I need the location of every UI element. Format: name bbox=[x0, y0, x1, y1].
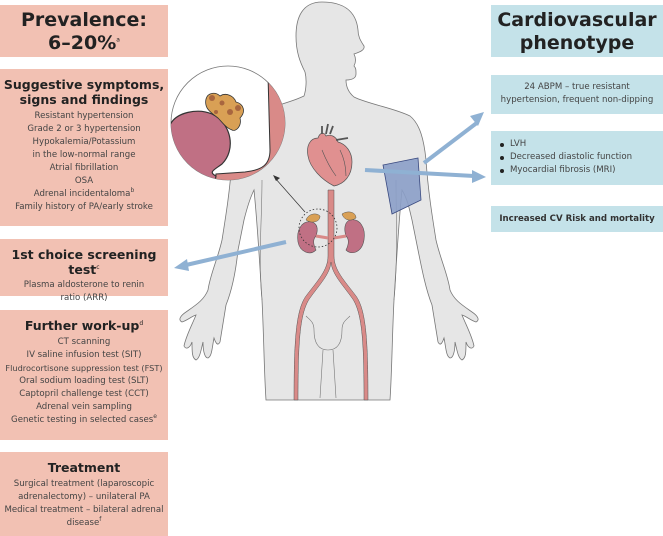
symptom-item: Atrial fibrillation bbox=[49, 163, 119, 173]
adrenal-glands bbox=[305, 211, 357, 223]
symptom-item: in the low-normal range bbox=[32, 150, 136, 160]
treatment-item: diseasef bbox=[66, 516, 102, 528]
workup-item: IV saline infusion test (SIT) bbox=[26, 350, 142, 360]
symptoms-list: Resistant hypertension Grade 2 or 3 hype… bbox=[0, 110, 168, 214]
symptom-item: Grade 2 or 3 hypertension bbox=[27, 124, 141, 134]
symptom-item: Adrenal incidentalomab bbox=[33, 187, 135, 199]
findings-panel: LVH Decreased diastolic function Myocard… bbox=[491, 131, 663, 185]
symptom-item: Resistant hypertension bbox=[34, 111, 134, 121]
workup-panel: Further work-upd CT scanning IV saline i… bbox=[0, 310, 168, 440]
screening-title: 1st choice screening testc bbox=[11, 247, 157, 277]
finding-item: Decreased diastolic function bbox=[500, 151, 663, 164]
prevalence-title: Prevalence: bbox=[20, 9, 148, 31]
treatment-panel: Treatment Surgical treatment (laparoscop… bbox=[0, 452, 168, 536]
symptoms-title: Suggestive symptoms, signs and findings bbox=[3, 77, 165, 107]
treatment-item: adrenalectomy) – unilateral PA bbox=[18, 492, 150, 502]
symptom-item: Hypokalemia/Potassium bbox=[32, 137, 136, 147]
treatment-title: Treatment bbox=[47, 460, 121, 475]
abpm-panel: 24 ABPM – true resistant hypertension, f… bbox=[491, 75, 663, 114]
treatment-item: Surgical treatment (laparoscopic bbox=[13, 479, 155, 489]
symptoms-panel: Suggestive symptoms, signs and findings … bbox=[0, 69, 168, 226]
prevalence-panel: Prevalence: 6–20%a bbox=[0, 5, 168, 57]
prevalence-value: 6–20%a bbox=[48, 32, 120, 54]
workup-item: Oral sodium loading test (SLT) bbox=[19, 376, 149, 386]
workup-title: Further work-upd bbox=[24, 318, 144, 333]
phenotype-title-line2: phenotype bbox=[519, 32, 635, 54]
screening-panel: 1st choice screening testc Plasma aldost… bbox=[0, 239, 168, 303]
workup-item: Adrenal vein sampling bbox=[36, 402, 132, 412]
aorta bbox=[293, 189, 369, 401]
abpm-line: hypertension, frequent non-dipping bbox=[500, 95, 654, 105]
adrenal-magnified-inset bbox=[170, 65, 286, 181]
workup-item: Fludrocortisone suppression test (FST) bbox=[5, 363, 163, 373]
phenotype-panel: Cardiovascular phenotype bbox=[491, 5, 663, 57]
findings-list: LVH Decreased diastolic function Myocard… bbox=[500, 138, 663, 177]
workup-item: CT scanning bbox=[57, 337, 111, 347]
abpm-line: 24 ABPM – true resistant bbox=[524, 82, 630, 92]
kidneys bbox=[297, 219, 365, 254]
symptom-item: OSA bbox=[74, 176, 94, 186]
screening-item: ratio (ARR) bbox=[60, 293, 108, 303]
pointer-arrows bbox=[174, 112, 486, 271]
risk-panel: Increased CV Risk and mortality bbox=[491, 206, 663, 232]
screening-item: Plasma aldosterone to renin bbox=[23, 280, 145, 290]
phenotype-title-line1: Cardiovascular bbox=[497, 9, 657, 31]
treatment-item: Medical treatment – bilateral adrenal bbox=[4, 505, 164, 515]
symptom-item: Family history of PA/early stroke bbox=[15, 202, 153, 212]
workup-item: Genetic testing in selected casese bbox=[11, 413, 157, 425]
heart bbox=[307, 123, 353, 187]
risk-text: Increased CV Risk and mortality bbox=[499, 214, 655, 224]
finding-item: LVH bbox=[500, 138, 663, 151]
workup-item: Captopril challenge test (CCT) bbox=[19, 389, 149, 399]
finding-item: Myocardial fibrosis (MRI) bbox=[500, 164, 663, 177]
